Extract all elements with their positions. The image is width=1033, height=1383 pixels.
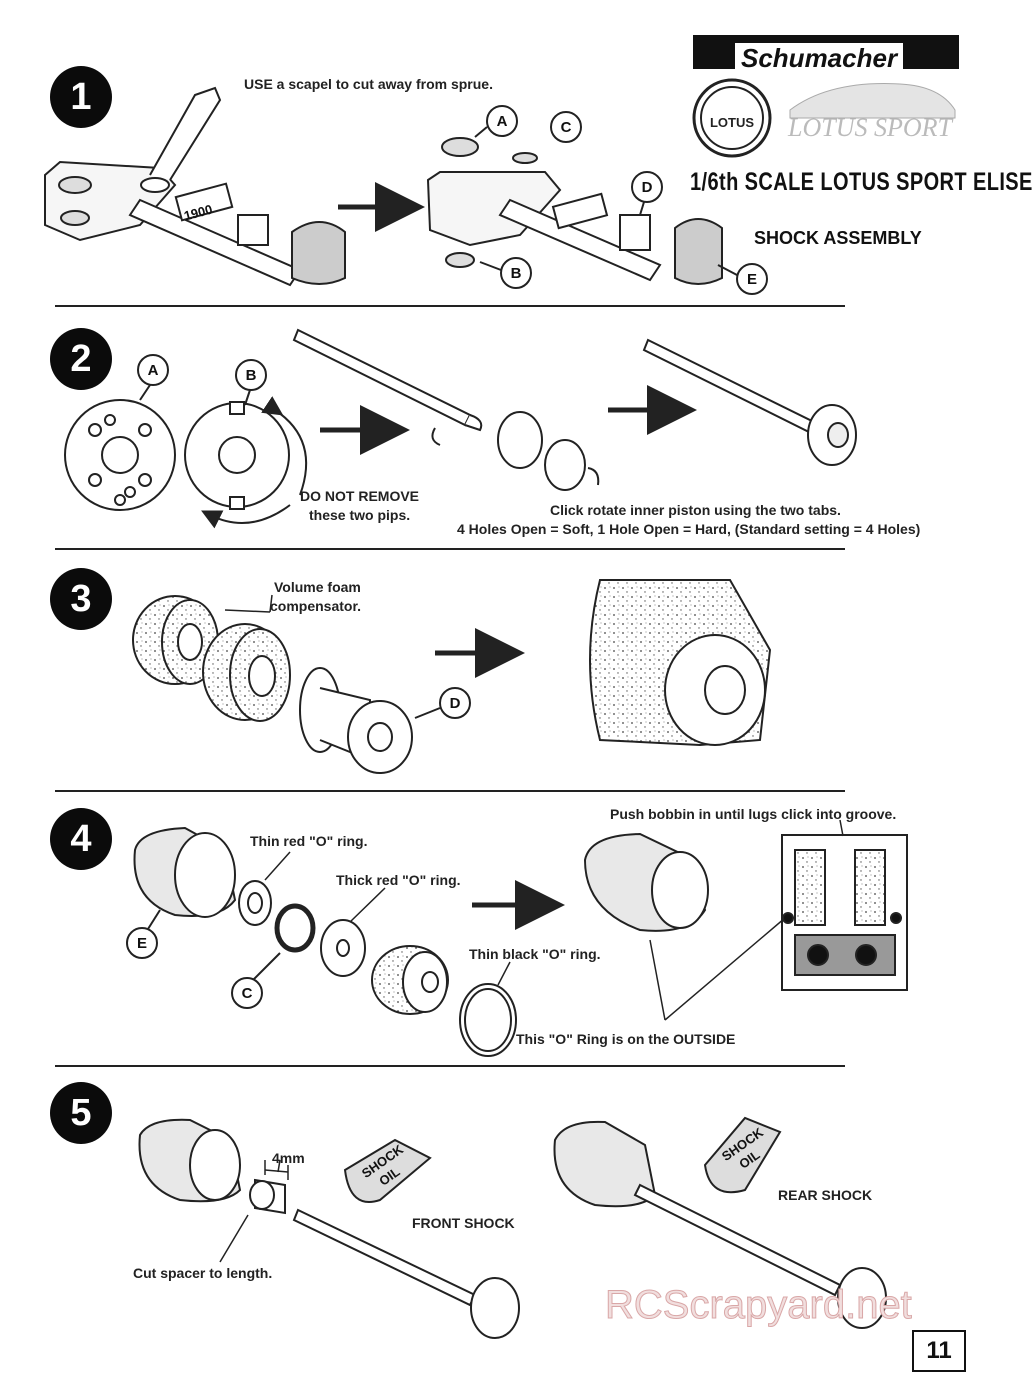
cut-sprue-illustration bbox=[426, 137, 723, 285]
brand-name: Schumacher bbox=[735, 43, 904, 73]
push-bobbin-note: Push bobbin in until lugs click into gro… bbox=[610, 806, 897, 822]
outside-note: This "O" Ring is on the OUTSIDE bbox=[516, 1031, 736, 1047]
pips-warning-2: these two pips. bbox=[309, 507, 411, 523]
thick-red-oring-label: Thick red "O" ring. bbox=[336, 872, 461, 888]
spacer-size: 4mm bbox=[272, 1150, 305, 1166]
page-number: 11 bbox=[912, 1330, 966, 1372]
step-4-badge: 4 bbox=[50, 808, 112, 870]
part-label-d: D bbox=[450, 695, 461, 712]
section-title: SHOCK ASSEMBLY bbox=[754, 228, 922, 248]
part-label-e: E bbox=[137, 935, 147, 952]
schumacher-logo: Schumacher bbox=[693, 35, 959, 73]
foam-label-1: Volume foam bbox=[274, 579, 361, 595]
setting-note: 4 Holes Open = Soft, 1 Hole Open = Hard,… bbox=[457, 521, 921, 537]
part-label-a: A bbox=[148, 362, 159, 379]
schumacher-mark-icon bbox=[695, 37, 735, 67]
step-3-badge: 3 bbox=[50, 568, 112, 630]
model-subtitle: 1/6th SCALE LOTUS SPORT ELISE bbox=[690, 168, 1033, 196]
spacer-note: Cut spacer to length. bbox=[133, 1265, 273, 1281]
piston-note: Click rotate inner piston using the two … bbox=[550, 502, 841, 518]
divider bbox=[55, 1065, 845, 1067]
divider bbox=[55, 305, 845, 307]
part-label-b: B bbox=[246, 367, 257, 384]
part-label-a: A bbox=[497, 113, 508, 130]
part-label-e: E bbox=[747, 271, 757, 288]
assembly-illustrations: A C D B E A B D E C 1900 SHOCK OIL SHOCK… bbox=[44, 86, 908, 1339]
thin-black-oring-label: Thin black "O" ring. bbox=[469, 946, 601, 962]
divider bbox=[55, 548, 845, 550]
step-1-instruction: USE a scapel to cut away from sprue. bbox=[244, 76, 493, 92]
watermark: RCScrapyard.net bbox=[605, 1283, 913, 1328]
part-label-c: C bbox=[561, 119, 572, 136]
step-1-badge: 1 bbox=[50, 66, 112, 128]
step-2-badge: 2 bbox=[50, 328, 112, 390]
foam-label-2: compensator. bbox=[270, 598, 362, 614]
step-5-badge: 5 bbox=[50, 1082, 112, 1144]
sprue-number: 1900 bbox=[182, 201, 214, 223]
thin-red-oring-label: Thin red "O" ring. bbox=[250, 833, 368, 849]
divider bbox=[55, 790, 845, 792]
front-shock-label: FRONT SHOCK bbox=[412, 1215, 515, 1231]
part-label-b: B bbox=[511, 265, 522, 282]
sprue-illustration bbox=[44, 86, 346, 287]
rear-shock-label: REAR SHOCK bbox=[778, 1187, 873, 1203]
part-label-c: C bbox=[242, 985, 253, 1002]
pips-warning: DO NOT REMOVE bbox=[300, 488, 420, 504]
part-label-d: D bbox=[642, 179, 653, 196]
